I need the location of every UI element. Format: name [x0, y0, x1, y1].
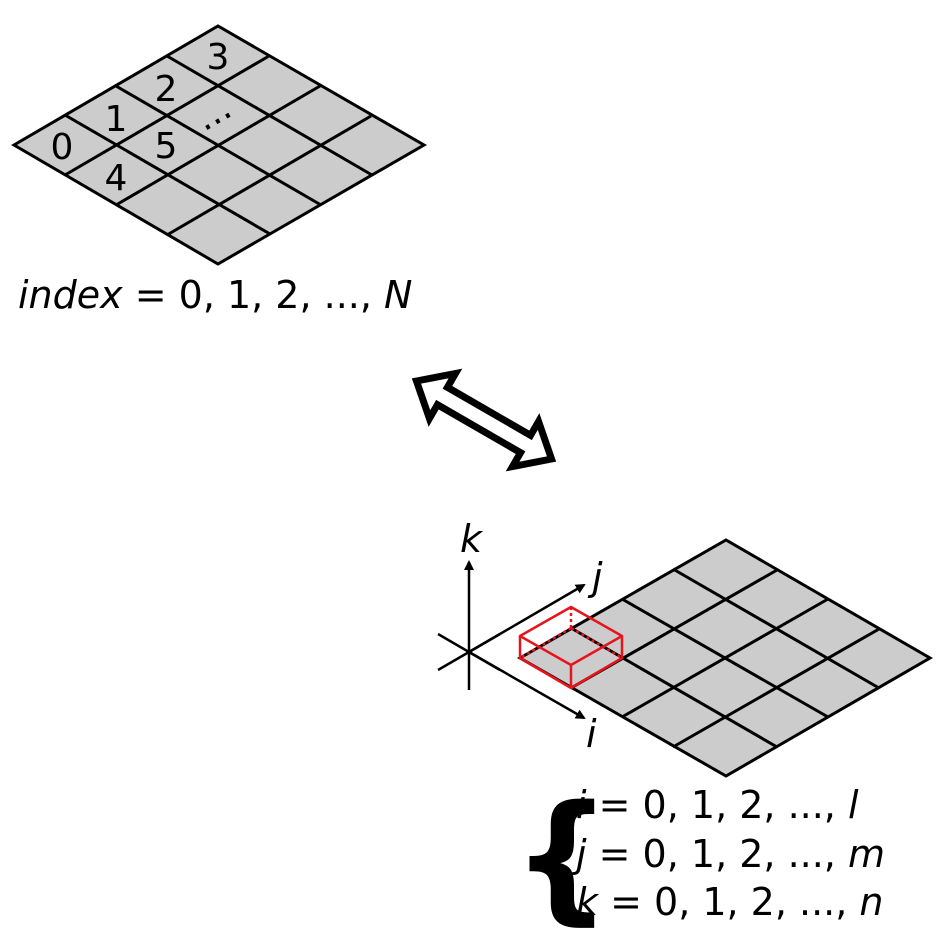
cell-label-2: 2 — [155, 69, 178, 110]
brace-symbol: { — [512, 776, 612, 938]
i-axis-label: i — [586, 712, 597, 756]
k-axis-label: k — [460, 517, 484, 561]
k-equation: k = 0, 1, 2, ..., n — [576, 880, 884, 924]
j-axis — [468, 583, 586, 654]
j-equation: j = 0, 1, 2, ..., m — [571, 832, 885, 876]
i-axis — [468, 650, 586, 720]
box-hidden-edges — [519, 607, 623, 660]
cell-label-4: 4 — [105, 158, 128, 199]
ijk-equations: i = 0, 1, 2, ..., l j = 0, 1, 2, ..., m … — [571, 783, 885, 924]
double-arrow-icon — [411, 368, 557, 472]
cell-label-3: 3 — [207, 37, 230, 78]
ijk-axes — [437, 560, 586, 720]
i-equation: i = 0, 1, 2, ..., l — [576, 783, 859, 827]
cell-label-5: 5 — [155, 126, 178, 167]
index-equation: index = 0, 1, 2, ..., N — [18, 273, 412, 317]
highlighted-cell-box — [518, 605, 624, 690]
j-axis-label: j — [587, 555, 603, 599]
top-grid: 0 1 2 3 4 5 ... — [11, 24, 427, 266]
cell-label-1: 1 — [105, 99, 128, 140]
top-grid-lines — [64, 54, 373, 237]
cell-label-0: 0 — [51, 127, 74, 168]
